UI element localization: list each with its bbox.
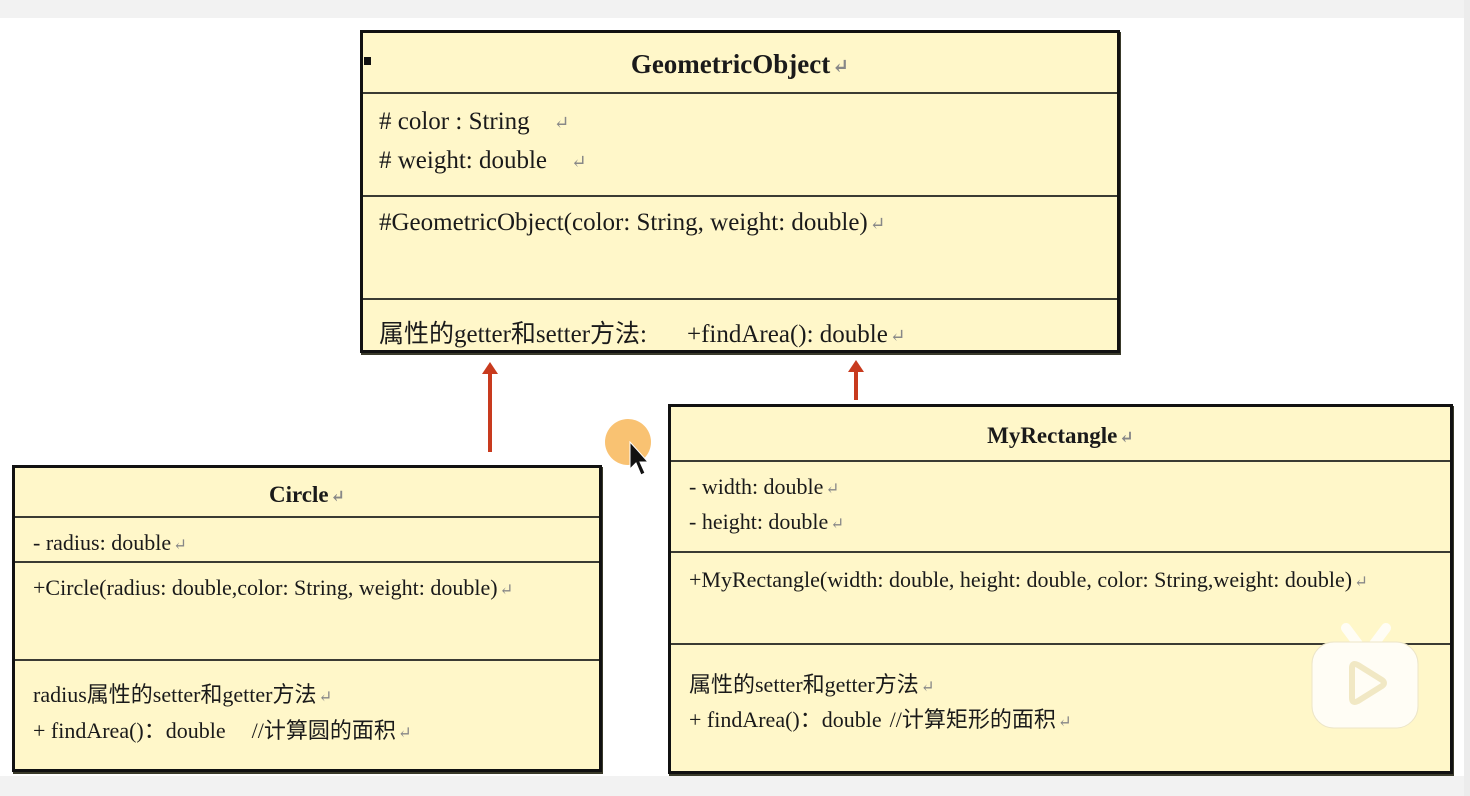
constructor: #GeometricObject(color: String, weight: … <box>379 209 886 236</box>
attribute-weight: # weight: double↵ <box>379 147 587 174</box>
class-box-geometric-object: GeometricObject↵ # color : String↵ # wei… <box>360 30 1120 353</box>
tv-play-logo-icon[interactable] <box>1308 620 1422 732</box>
class-name: GeometricObject↵ <box>630 49 850 79</box>
class-name: MyRectangle↵ <box>987 423 1134 448</box>
methods-line: 属性的getter和setter方法:+findArea(): double↵ <box>379 321 906 348</box>
mouse-cursor-icon <box>629 441 650 476</box>
constructors-section: +Circle(radius: double,color: String, we… <box>15 563 599 661</box>
attribute-radius: - radius: double↵ <box>33 530 187 555</box>
scrollbar-edge <box>1464 0 1470 796</box>
attributes-section: # color : String↵ # weight: double↵ <box>363 94 1117 197</box>
constructor: +MyRectangle(width: double, height: doub… <box>689 567 1368 592</box>
attribute-width: - width: double↵ <box>689 474 840 499</box>
class-box-circle: Circle↵ - radius: double↵ +Circle(radius… <box>12 465 602 772</box>
method-accessors: radius属性的setter和getter方法↵ <box>33 682 333 707</box>
class-box-my-rectangle: MyRectangle↵ - width: double↵ - height: … <box>668 404 1453 774</box>
class-name: Circle↵ <box>268 482 346 507</box>
constructor: +Circle(radius: double,color: String, we… <box>33 575 514 600</box>
method-find-area: + findArea()：double//计算矩形的面积↵ <box>689 707 1072 732</box>
constructors-section: #GeometricObject(color: String, weight: … <box>363 197 1117 300</box>
class-title-section: MyRectangle↵ <box>671 407 1450 462</box>
constructors-section: +MyRectangle(width: double, height: doub… <box>671 553 1450 645</box>
method-find-area: + findArea()：double//计算圆的面积↵ <box>33 718 412 743</box>
inheritance-arrow-circle <box>482 362 498 452</box>
attribute-height: - height: double↵ <box>689 509 845 534</box>
attributes-section: - radius: double↵ <box>15 518 599 563</box>
methods-section: radius属性的setter和getter方法↵ + findArea()：d… <box>15 661 599 767</box>
attributes-section: - width: double↵ - height: double↵ <box>671 462 1450 553</box>
method-accessors: 属性的setter和getter方法↵ <box>689 672 935 697</box>
inheritance-arrow-rectangle <box>848 360 864 400</box>
attribute-color: # color : String↵ <box>379 108 570 135</box>
class-title-section: Circle↵ <box>15 468 599 518</box>
resize-handle[interactable] <box>364 57 371 65</box>
class-title-section: GeometricObject↵ <box>363 33 1117 94</box>
methods-section: 属性的setter和getter方法↵ + findArea()：double/… <box>671 645 1450 770</box>
methods-section: 属性的getter和setter方法:+findArea(): double↵ <box>363 300 1117 350</box>
